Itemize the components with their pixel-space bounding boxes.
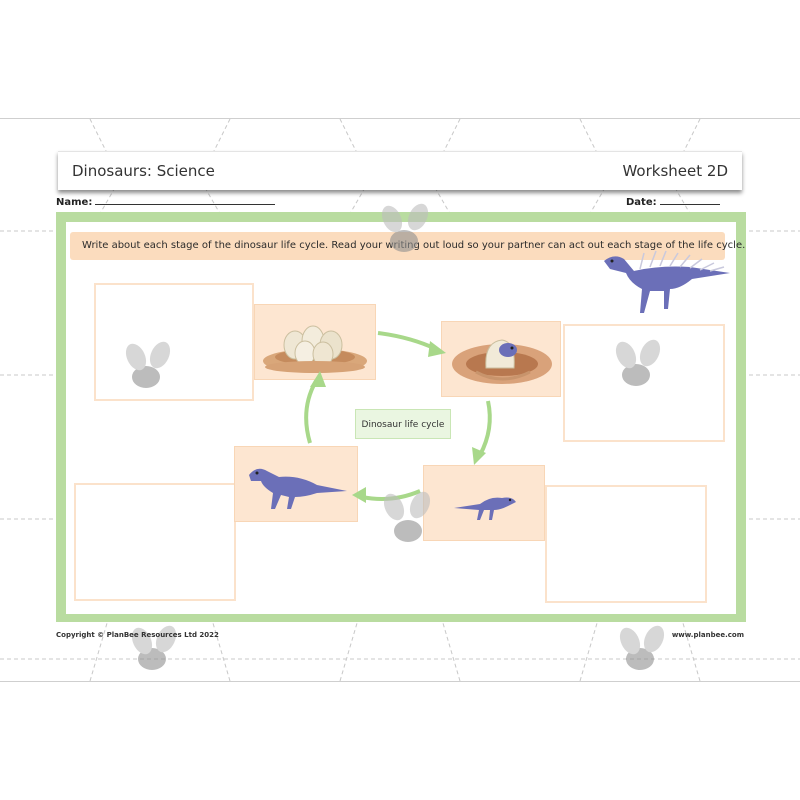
- stage-hatching-box: [441, 321, 561, 397]
- name-label: Name:: [56, 197, 93, 208]
- date-underline: [659, 195, 720, 205]
- header-bar: Dinosaurs: Science Worksheet 2D: [58, 151, 742, 190]
- writing-box-bottom-left[interactable]: [74, 483, 236, 601]
- copyright-text: Copyright © PlanBee Resources Ltd 2022: [56, 631, 219, 639]
- date-field[interactable]: Date:: [626, 195, 720, 208]
- stage-juvenile-box: [423, 465, 545, 541]
- website-text: www.planbee.com: [671, 631, 744, 639]
- juvenile-dinosaur-image: [454, 497, 516, 520]
- writing-box-top-right[interactable]: [563, 324, 725, 442]
- hatching-dinosaur-image: [452, 339, 552, 384]
- writing-box-top-left[interactable]: [94, 283, 254, 401]
- adult-dinosaur-image: [249, 468, 347, 509]
- date-label: Date:: [626, 197, 657, 208]
- life-cycle-center-label: Dinosaur life cycle: [355, 409, 451, 439]
- name-underline: [95, 195, 276, 205]
- worksheet-page: Dinosaurs: Science Worksheet 2D Name: Da…: [0, 118, 800, 682]
- spiky-dinosaur-decoration: [604, 250, 730, 313]
- eggs-in-nest-image: [263, 325, 367, 373]
- page-title: Dinosaurs: Science: [72, 162, 215, 180]
- name-field[interactable]: Name:: [56, 195, 276, 208]
- stage-adult-box: [234, 446, 358, 522]
- stage-eggs-box: [254, 304, 376, 380]
- worksheet-number: Worksheet 2D: [622, 162, 728, 180]
- writing-box-bottom-right[interactable]: [545, 485, 707, 603]
